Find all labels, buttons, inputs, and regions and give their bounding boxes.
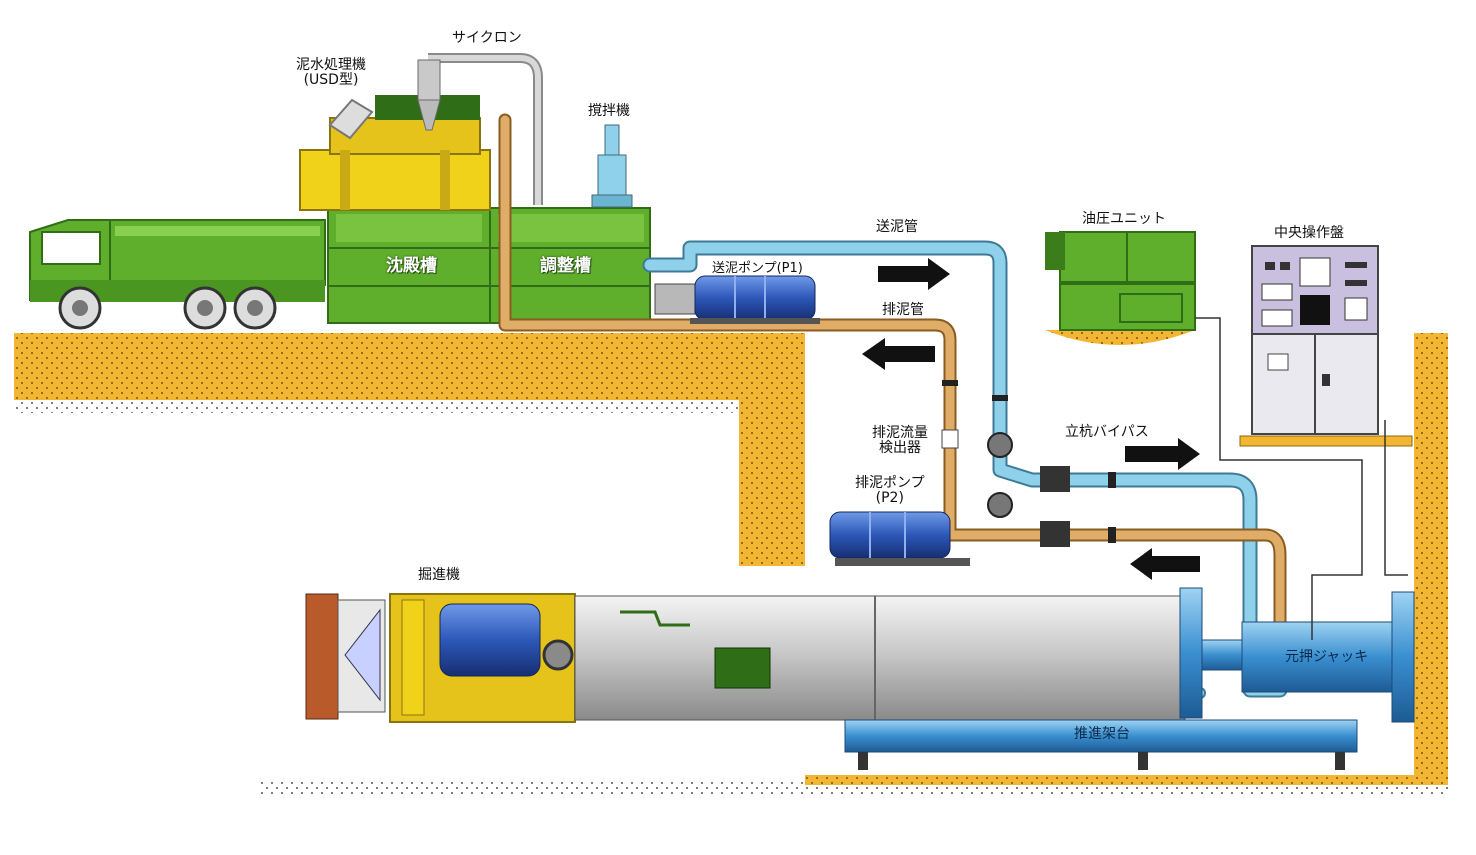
control-panel-label: 中央操作盤 [1274, 225, 1344, 241]
control-panel [1239, 245, 1413, 447]
main-jack-label: 元押ジャッキ [1285, 649, 1369, 665]
arrow-feed-right [878, 258, 950, 290]
discharge-pump-label-line1: 排泥ポンプ [855, 475, 925, 491]
flow-detector-label-line2: 検出器 [879, 440, 921, 457]
agitator-label: 撹拌機 [588, 103, 630, 119]
tunneling-machine [305, 593, 576, 723]
settling-adjusting-tanks [327, 207, 651, 324]
arrow-bypass-right [1125, 438, 1200, 470]
adjusting-tank-label: 調整槽 [540, 256, 591, 276]
main-jack [1179, 587, 1415, 723]
dewatering-unit-label-line2: (USD型) [303, 72, 359, 89]
dewatering-unit-label-line1: 泥水処理機 [296, 57, 366, 73]
arrow-discharge-left [862, 338, 935, 370]
settling-tank-label: 沈殿槽 [386, 256, 437, 276]
agitator [591, 124, 633, 208]
arrow-return-left [1130, 548, 1200, 580]
cyclone [417, 53, 543, 205]
feed-pump-label: 送泥ポンプ(P1) [712, 261, 803, 276]
dewatering-unit [299, 95, 491, 211]
hydraulic-unit [1045, 231, 1196, 331]
thrust-frame-label: 推進架台 [1074, 726, 1130, 742]
flow-arrows [862, 258, 1200, 580]
shaft-bypass-label: 立杭バイパス [1065, 424, 1149, 440]
discharge-pump-label: 排泥ポンプ (P2) [855, 475, 925, 507]
cyclone-label: サイクロン [452, 30, 522, 46]
tunneling-machine-label: 掘進機 [418, 567, 460, 583]
feed-pump-p1 [654, 275, 820, 324]
hydraulic-unit-label: 油圧ユニット [1082, 211, 1166, 227]
flow-detector-label: 排泥流量 検出器 [872, 425, 928, 457]
thrust-frame [844, 719, 1358, 770]
dewatering-unit-label: 泥水処理機 (USD型) [296, 57, 366, 89]
control-cables [1195, 317, 1408, 640]
discharge-pipe-label: 排泥管 [882, 302, 924, 318]
discharge-pump-label-line2: (P2) [875, 490, 904, 507]
pipe-valves [941, 380, 1116, 547]
feed-pipe-label: 送泥管 [876, 219, 918, 235]
flow-detector-label-line1: 排泥流量 [872, 425, 928, 441]
dump-truck [29, 219, 326, 330]
discharge-pump-p2 [829, 511, 970, 566]
jacking-pipe [574, 595, 1186, 721]
